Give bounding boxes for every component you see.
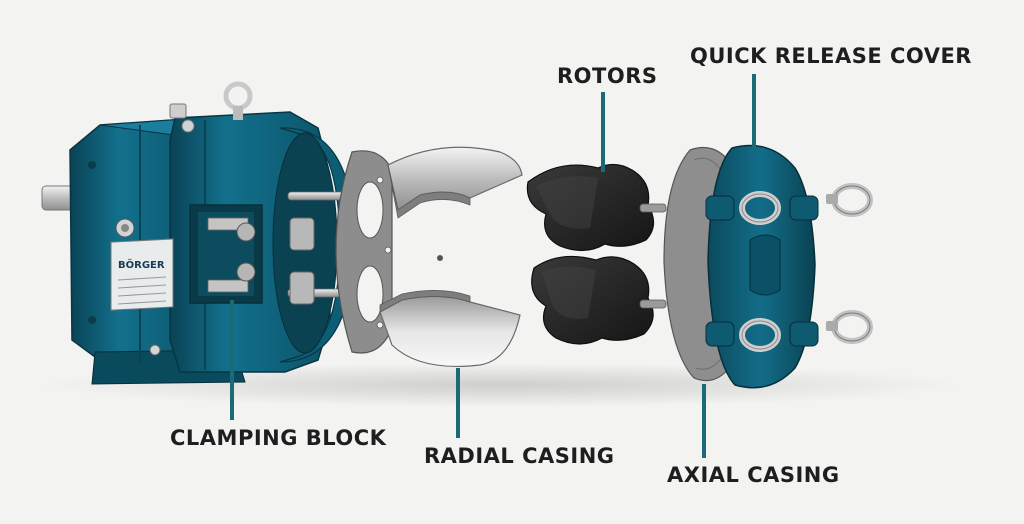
bolt-icon <box>149 344 161 356</box>
label-clamping-block: CLAMPING BLOCK <box>170 426 387 450</box>
clamping-block <box>189 204 263 304</box>
label-axial-casing: AXIAL CASING <box>667 463 840 487</box>
label-radial-casing: RADIAL CASING <box>424 444 615 468</box>
label-quick-release-cover: QUICK RELEASE COVER <box>690 44 972 68</box>
wear-plate <box>335 150 393 354</box>
eyebolt-icon <box>739 318 781 352</box>
eyebolt-icon <box>739 191 781 225</box>
label-rotors: ROTORS <box>557 64 658 88</box>
eyebolt-icon <box>223 81 253 120</box>
nameplate-brand: BÖRGER <box>118 257 165 271</box>
leader-lines <box>230 74 756 458</box>
eyebolt-icon <box>826 310 873 344</box>
quick-release-cover <box>705 144 819 389</box>
pump-body: BÖRGER <box>41 81 356 385</box>
rotors <box>526 163 667 345</box>
bolt-icon <box>437 255 443 261</box>
eyebolt-icon <box>826 183 873 217</box>
radial-casing <box>379 146 523 368</box>
nameplate: BÖRGER <box>110 238 174 311</box>
bolt-icon <box>169 103 187 119</box>
